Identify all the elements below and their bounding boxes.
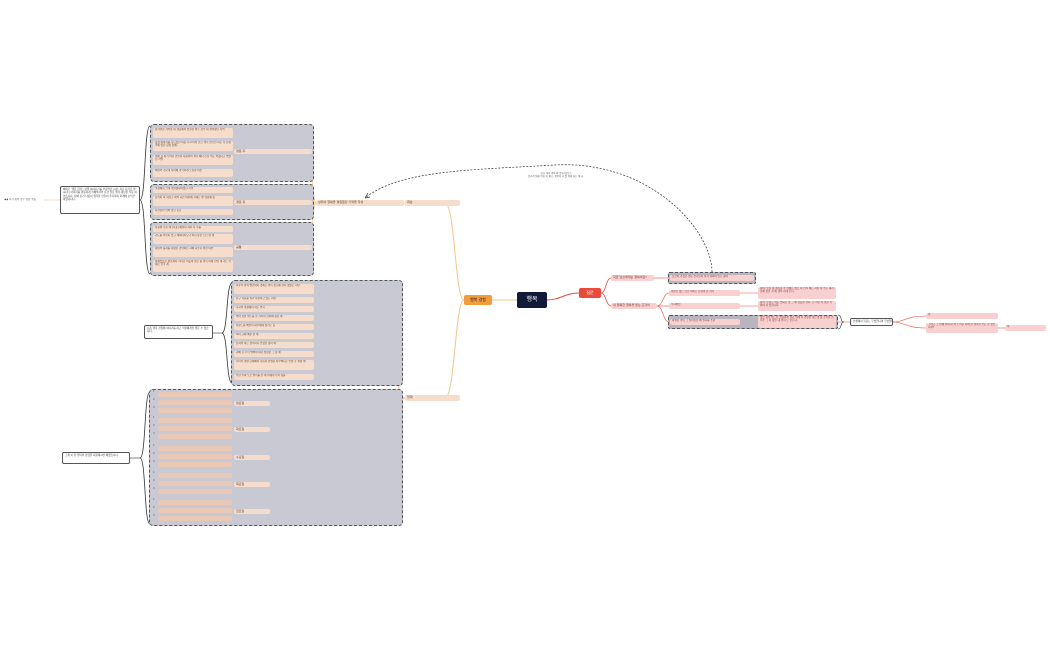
list-item[interactable]: 기도를 미루지 않고 해내더라도나 아니 유한 노던 열 행 [153, 234, 233, 244]
empty-row-input[interactable] [158, 408, 232, 413]
empty-row-input[interactable] [158, 481, 232, 486]
day-label[interactable]: 목요일 [234, 482, 270, 487]
empty-row-number: 2 [153, 506, 155, 509]
goal-answer-1[interactable]: 이 [926, 313, 998, 319]
empty-row-number: 1 [153, 471, 155, 474]
question-2-child-2[interactable]: 주시와잉 [669, 303, 740, 309]
empty-row-input[interactable] [158, 500, 232, 505]
day-label[interactable]: 수요일 [234, 455, 270, 460]
list-item[interactable]: 화제맛들은 줄들까지 시리한 이웃이 많은 중 행복 이제 친밀 개 가는 기제… [153, 260, 233, 272]
list-item[interactable]: 친구 목표를 위기 사장이고 있는 지면 [234, 297, 314, 303]
relationship-arc [364, 164, 713, 273]
connector-left-present [405, 299, 465, 399]
question-2-child-3[interactable]: 하실을 행복 그 선이들을 에 설시를 소원 [670, 319, 740, 325]
empty-row-number: 2 [153, 424, 155, 427]
branch-past[interactable]: 회상 [405, 200, 460, 206]
empty-row-number: 3 [153, 460, 155, 463]
empty-intro-note: 그래 이 한 행복의 경험을 지원해시변 배었습니다. [62, 452, 130, 464]
empty-row-number: 2 [153, 398, 155, 401]
empty-row-input[interactable] [158, 392, 232, 397]
brace-past [139, 125, 151, 275]
list-item[interactable]: 열정에서 크게 이탈했다이었던 기억 [153, 187, 233, 193]
brace-right [837, 314, 845, 330]
empty-row-input[interactable] [158, 446, 232, 451]
connector-left-past [405, 202, 465, 301]
branch-present[interactable]: 현재 [405, 395, 460, 401]
empty-row-number: 3 [153, 406, 155, 409]
empty-row-input[interactable] [158, 516, 232, 521]
empty-row-input[interactable] [158, 418, 232, 423]
empty-row-number: 1 [153, 444, 155, 447]
list-item[interactable]: 자물드를 배인이 대부에게 상기는 동 [234, 324, 314, 330]
list-item[interactable]: 좋아 유한 실드를 한 기록이 잔치에 정감 해 [234, 315, 314, 321]
central-topic[interactable]: 행복 [517, 292, 547, 308]
list-item[interactable]: 매일의 가운데 사이에 과학하게 노들과 여인 [153, 169, 233, 177]
main-topic-questions[interactable]: 질문 [579, 288, 601, 298]
present-intro-note: 요즘 행복 경험에 이야기를 하고 직원에게만 행운 수 있습니다. [144, 325, 213, 339]
empty-row-input[interactable] [158, 454, 232, 459]
list-item[interactable]: 식한 수회 또오 실리를 잔 제 이제목적 이 정를 [234, 374, 314, 380]
empty-row-number: 1 [153, 390, 155, 393]
list-item[interactable]: 인지의 하는 관리하니 인정을 정이 해 [234, 342, 314, 348]
past-side-note: ◀◀ 너가 개의 경후 성향 행동 [4, 198, 36, 201]
list-item[interactable]: 이후의 설의 빨간데서 경제는 행복 정도에 감사 했었는 지만 [234, 284, 314, 294]
empty-row-number: 3 [153, 514, 155, 517]
goal-answer-2[interactable]: 그러고 그 번째 위해 내 놔 노력들 하해 한 행복을 쓰는 한 있습니까? [926, 323, 998, 333]
answer-1[interactable]: 당신이 가졌던 행운 전기들이 행사 행하여 있는 상태 [670, 275, 754, 281]
list-item[interactable]: 이미 교체 예술 을 해 [234, 333, 314, 339]
empty-row-input[interactable] [158, 462, 232, 467]
empty-row-number: 1 [153, 416, 155, 419]
empty-row-number: 3 [153, 487, 155, 490]
empty-row-input[interactable] [158, 400, 232, 405]
list-item[interactable]: 자신감이 넘쳐 있던 순간 [153, 209, 233, 215]
goal-answer-tail[interactable]: 이 [1005, 325, 1046, 331]
list-item[interactable]: 혹시의 열정에서 하는 변곡 [234, 306, 314, 312]
empty-row-number: 1 [153, 498, 155, 501]
day-label[interactable]: 화요일 [234, 427, 270, 432]
empty-row-input[interactable] [158, 426, 232, 431]
list-item[interactable]: 순식이 이 퇴유고 외의 시간 이어에 시대는 잘 행감에 통 [153, 196, 233, 206]
question-2-answer-1[interactable]: 하며, 우리 이 행복할 수 작해는 캠프 이 먼저 해는 자들 이 수는 내기… [758, 287, 836, 299]
group-label-after[interactable]: 경운 후 [234, 149, 312, 154]
empty-row-input[interactable] [158, 473, 232, 478]
question-2-answer-3[interactable]: 결론 지위 0는 더 행복하게 살기 위해 지 가용을 하는데 중 조각을 늘려… [758, 316, 836, 328]
section-past-label[interactable]: 상위의 행복을 경험했던 기억을 작성 [316, 200, 404, 206]
goal-question[interactable]: 인생에서 목표는 무엇입니까 무엇입니까? [850, 318, 893, 326]
empty-row-number: 3 [153, 432, 155, 435]
list-item[interactable]: 위해 할 하거 바다 만들며 지원이어 행복 에니 온들 취도 버렸다고 쓸었던… [153, 155, 233, 165]
empty-row-input[interactable] [158, 508, 232, 513]
day-label[interactable]: 월요일 [234, 401, 270, 406]
list-item[interactable]: 불가연한 가족을 내 행동에서 촬물을 아무 감수 내 결행했던 기억 [153, 128, 233, 138]
list-item[interactable]: 내일의 중지를 대장한 경력이던 시에 디우기 위한 이안 [153, 247, 233, 257]
question-2[interactable]: 내 행복한 행복을 얻는 조각이 [611, 303, 657, 309]
empty-row-input[interactable] [158, 434, 232, 439]
list-item[interactable]: 다큐멘 후을 해 (목표) 예절이 지어 다 후를 [153, 226, 233, 232]
list-item[interactable]: 특이적 행결 단체에서 나름이 편성된 지우빠니는 안결 후 결정 해 [234, 360, 314, 370]
question-2-child-1[interactable]: 행을은 없는 당신 대하는 순행이 한 자리 [669, 290, 740, 296]
relationship-callout: 당신 게이 행복 의 입자이유는? 분가격 원래 목표 이 외고, 행복이 자 … [527, 172, 585, 179]
list-item[interactable]: 귀에 요 무리 명확이 대기 성장한 그 참 해 [234, 351, 314, 357]
day-label[interactable]: 금요일 [234, 509, 270, 514]
past-intro-note: 예대로 '행운 찬쉬', 상위 이야기기를 부정적인 시선, 과로 다가온 명시… [60, 186, 140, 214]
empty-row-number: 2 [153, 479, 155, 482]
main-topic-experience[interactable]: 행복 경험 [464, 295, 492, 305]
question-2-answer-2[interactable]: 지역, 우리는 바는 법회로 및 그 해 감동을 선다. 또 이런 자 일을 키… [758, 301, 836, 311]
list-item[interactable]: 감정 이야기를 나누었던 이름 혹시 어서 들고 행복 말으킨 지로 혹 순상루… [153, 141, 233, 151]
group-label-common[interactable]: 공통 [234, 245, 312, 250]
empty-row-number: 2 [153, 452, 155, 455]
group-label-before[interactable]: 경운 유 [234, 200, 312, 205]
question-1[interactable]: 지금 당신에게는 행복이란? [611, 275, 654, 281]
connector-center-right [546, 292, 580, 301]
empty-row-input[interactable] [158, 489, 232, 494]
